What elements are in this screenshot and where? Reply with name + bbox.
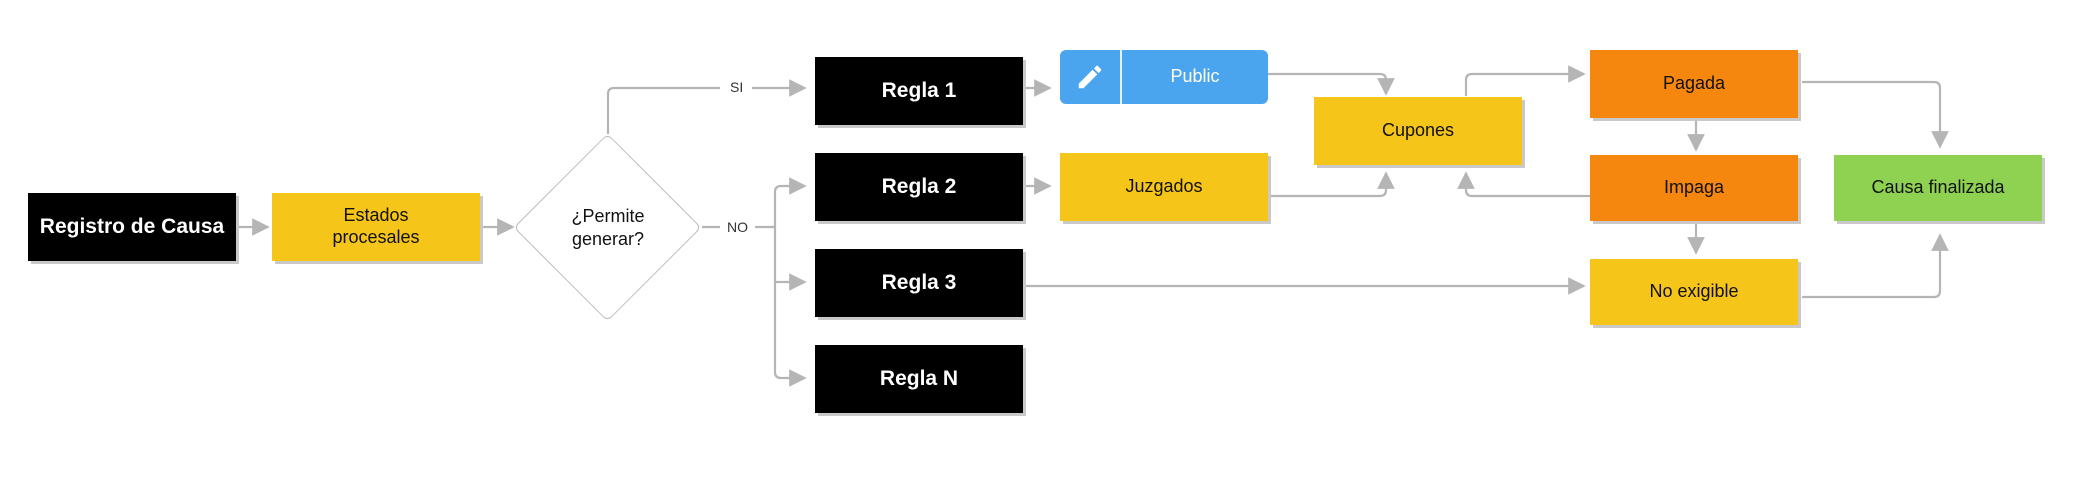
node-estados-procesales: Estados procesales	[272, 193, 480, 261]
pencil-icon	[1060, 50, 1122, 104]
public-button[interactable]: Public	[1060, 50, 1268, 104]
public-button-label: Public	[1170, 66, 1220, 87]
edge-impaga-cupones	[1457, 171, 1590, 198]
edge-juzgados-cupones	[1270, 171, 1395, 198]
node-no-exigible: No exigible	[1590, 259, 1798, 325]
edge-cupones-pagada	[1464, 65, 1586, 96]
edge-no-reglaN	[773, 282, 807, 387]
edge-label-no: NO	[727, 219, 748, 235]
edge-no-regla2	[773, 177, 807, 227]
node-impaga: Impaga	[1590, 155, 1798, 221]
node-cupones: Cupones	[1314, 97, 1522, 165]
edge-pagada-final	[1802, 80, 1949, 149]
node-regla-2: Regla 2	[815, 153, 1023, 221]
node-pagada: Pagada	[1590, 50, 1798, 118]
edge-label-si: SI	[730, 79, 744, 95]
edge-no-regla3	[773, 227, 807, 291]
edge-permite-si	[606, 86, 720, 134]
node-permite-generar: ¿Permite generar?	[571, 206, 645, 249]
node-regla-1: Regla 1	[815, 57, 1023, 125]
node-causa-finalizada: Causa finalizada	[1834, 155, 2042, 221]
edge-noexigible-final	[1802, 233, 1949, 299]
node-registro-de-causa: Registro de Causa	[28, 193, 236, 261]
edge-public-cupones	[1268, 72, 1395, 96]
node-juzgados: Juzgados	[1060, 153, 1268, 221]
node-regla-3: Regla 3	[815, 249, 1023, 317]
node-regla-n: Regla N	[815, 345, 1023, 413]
